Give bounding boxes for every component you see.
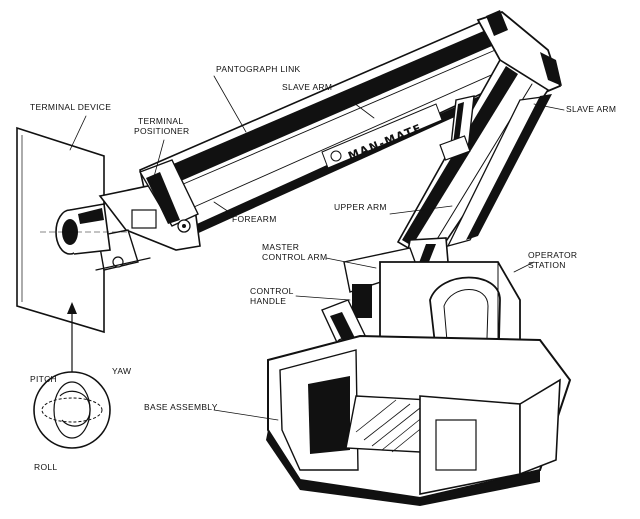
terminal-positioner [95,159,201,271]
label-master-control-arm-line1: MASTER [262,242,299,252]
label-terminal-device: TERMINAL DEVICE [30,102,111,112]
label-operator-station-line2: STATION [528,260,566,270]
pitch-yaw-roll-inset [33,302,111,449]
label-master-control-arm-line2: CONTROL ARM [262,252,327,262]
upper-arm [396,58,552,264]
label-upper-arm: UPPER ARM [334,202,387,212]
label-forearm: FOREARM [232,214,277,224]
label-terminal-positioner-line2: POSITIONER [134,126,189,136]
base-assembly [266,334,572,506]
label-terminal-positioner-line1: TERMINAL [138,116,183,126]
label-slave-arm-top: SLAVE ARM [282,82,332,92]
label-operator-station-line1: OPERATOR [528,250,577,260]
label-control-handle-line1: CONTROL [250,286,294,296]
label-pantograph-link: PANTOGRAPH LINK [216,64,301,74]
leader-lines [69,75,565,421]
label-roll: ROLL [34,462,57,472]
slave-arm-linkage [439,95,475,161]
label-control-handle-line2: HANDLE [250,296,286,306]
label-base-assembly: BASE ASSEMBLY [144,402,218,412]
label-yaw: YAW [112,366,131,376]
label-slave-arm-right: SLAVE ARM [566,104,616,114]
terminal-device-hub [40,203,130,255]
label-pitch: PITCH [30,374,57,384]
